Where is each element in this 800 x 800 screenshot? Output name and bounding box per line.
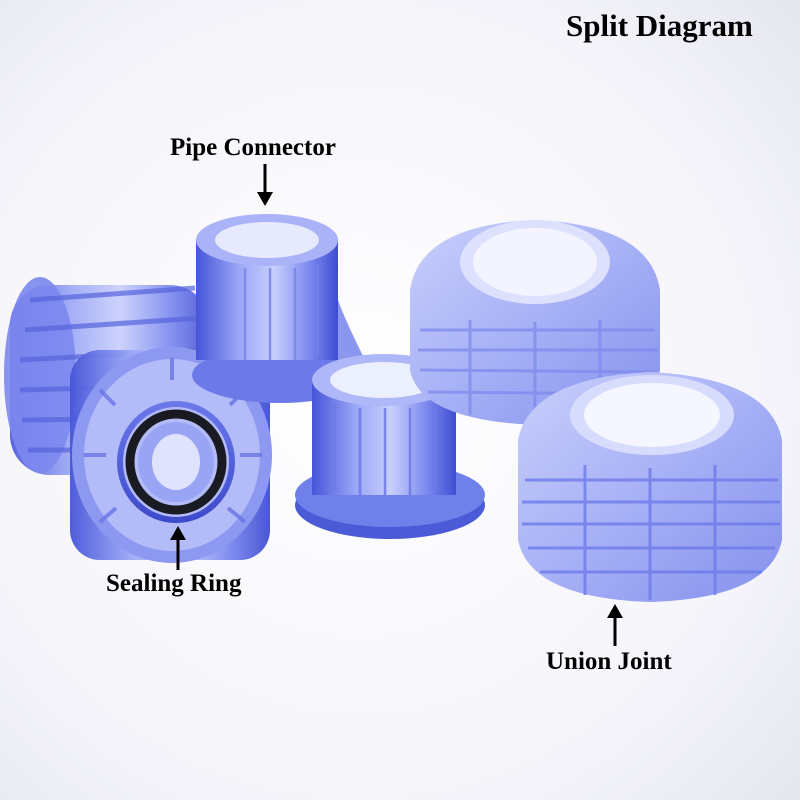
union-nut-front-part bbox=[518, 372, 782, 602]
sealing-ring-arrow bbox=[170, 526, 186, 570]
pipe-connector-back-part bbox=[192, 214, 368, 403]
sealing-ring-label: Sealing Ring bbox=[106, 570, 242, 597]
pipe-connector-label: Pipe Connector bbox=[170, 134, 336, 161]
diagram-title: Split Diagram bbox=[566, 8, 753, 43]
union-nut-back-part bbox=[410, 220, 660, 425]
union-joint-label: Union Joint bbox=[546, 648, 672, 675]
sealing-ring-part bbox=[117, 401, 235, 523]
pipe-connector-arrow bbox=[257, 164, 273, 206]
union-joint-arrow bbox=[607, 604, 623, 646]
front-body-part bbox=[70, 347, 272, 563]
